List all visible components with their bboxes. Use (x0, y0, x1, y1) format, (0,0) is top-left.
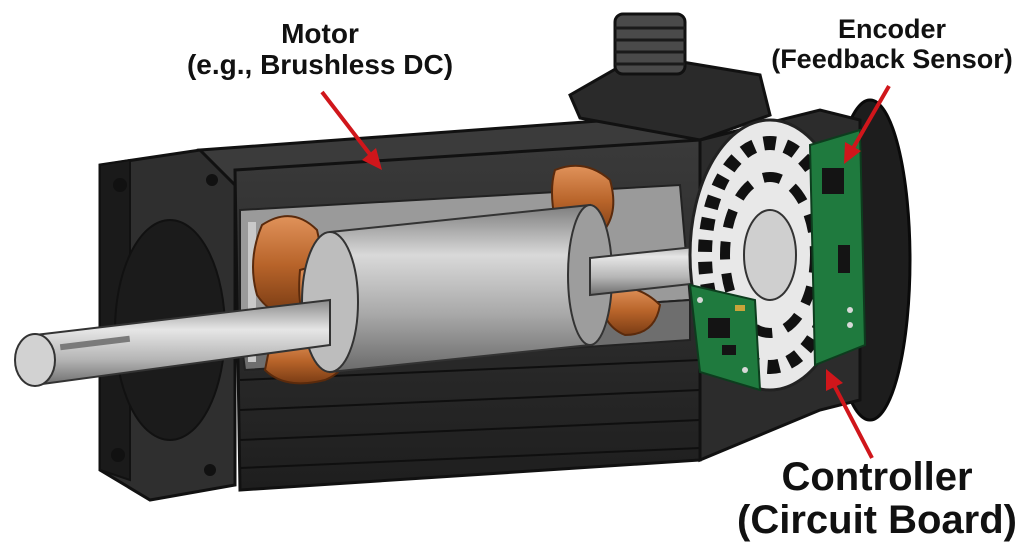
arrow-to-motor (320, 90, 382, 170)
controller-circuit-board (688, 283, 762, 392)
arrow-to-encoder (844, 84, 891, 164)
controller-label-line2: (Circuit Board) (737, 498, 1017, 543)
controller-label: Controller (Circuit Board) (730, 455, 1024, 543)
encoder-label-line2: (Feedback Sensor) (771, 44, 1013, 75)
pointer-arrows (320, 84, 891, 459)
controller-label-line1: Controller (781, 455, 973, 499)
encoder-sensor-board (808, 128, 867, 367)
motor-label-line1: Motor (281, 18, 359, 49)
arrow-to-controller (826, 369, 874, 459)
motor-label-line2: (e.g., Brushless DC) (186, 49, 454, 81)
motor-label: Motor (e.g., Brushless DC) (170, 18, 470, 81)
encoder-label: Encoder (Feedback Sensor) (760, 14, 1024, 74)
encoder-label-line1: Encoder (837, 14, 947, 44)
rotor (301, 203, 613, 374)
power-connector (568, 12, 772, 142)
